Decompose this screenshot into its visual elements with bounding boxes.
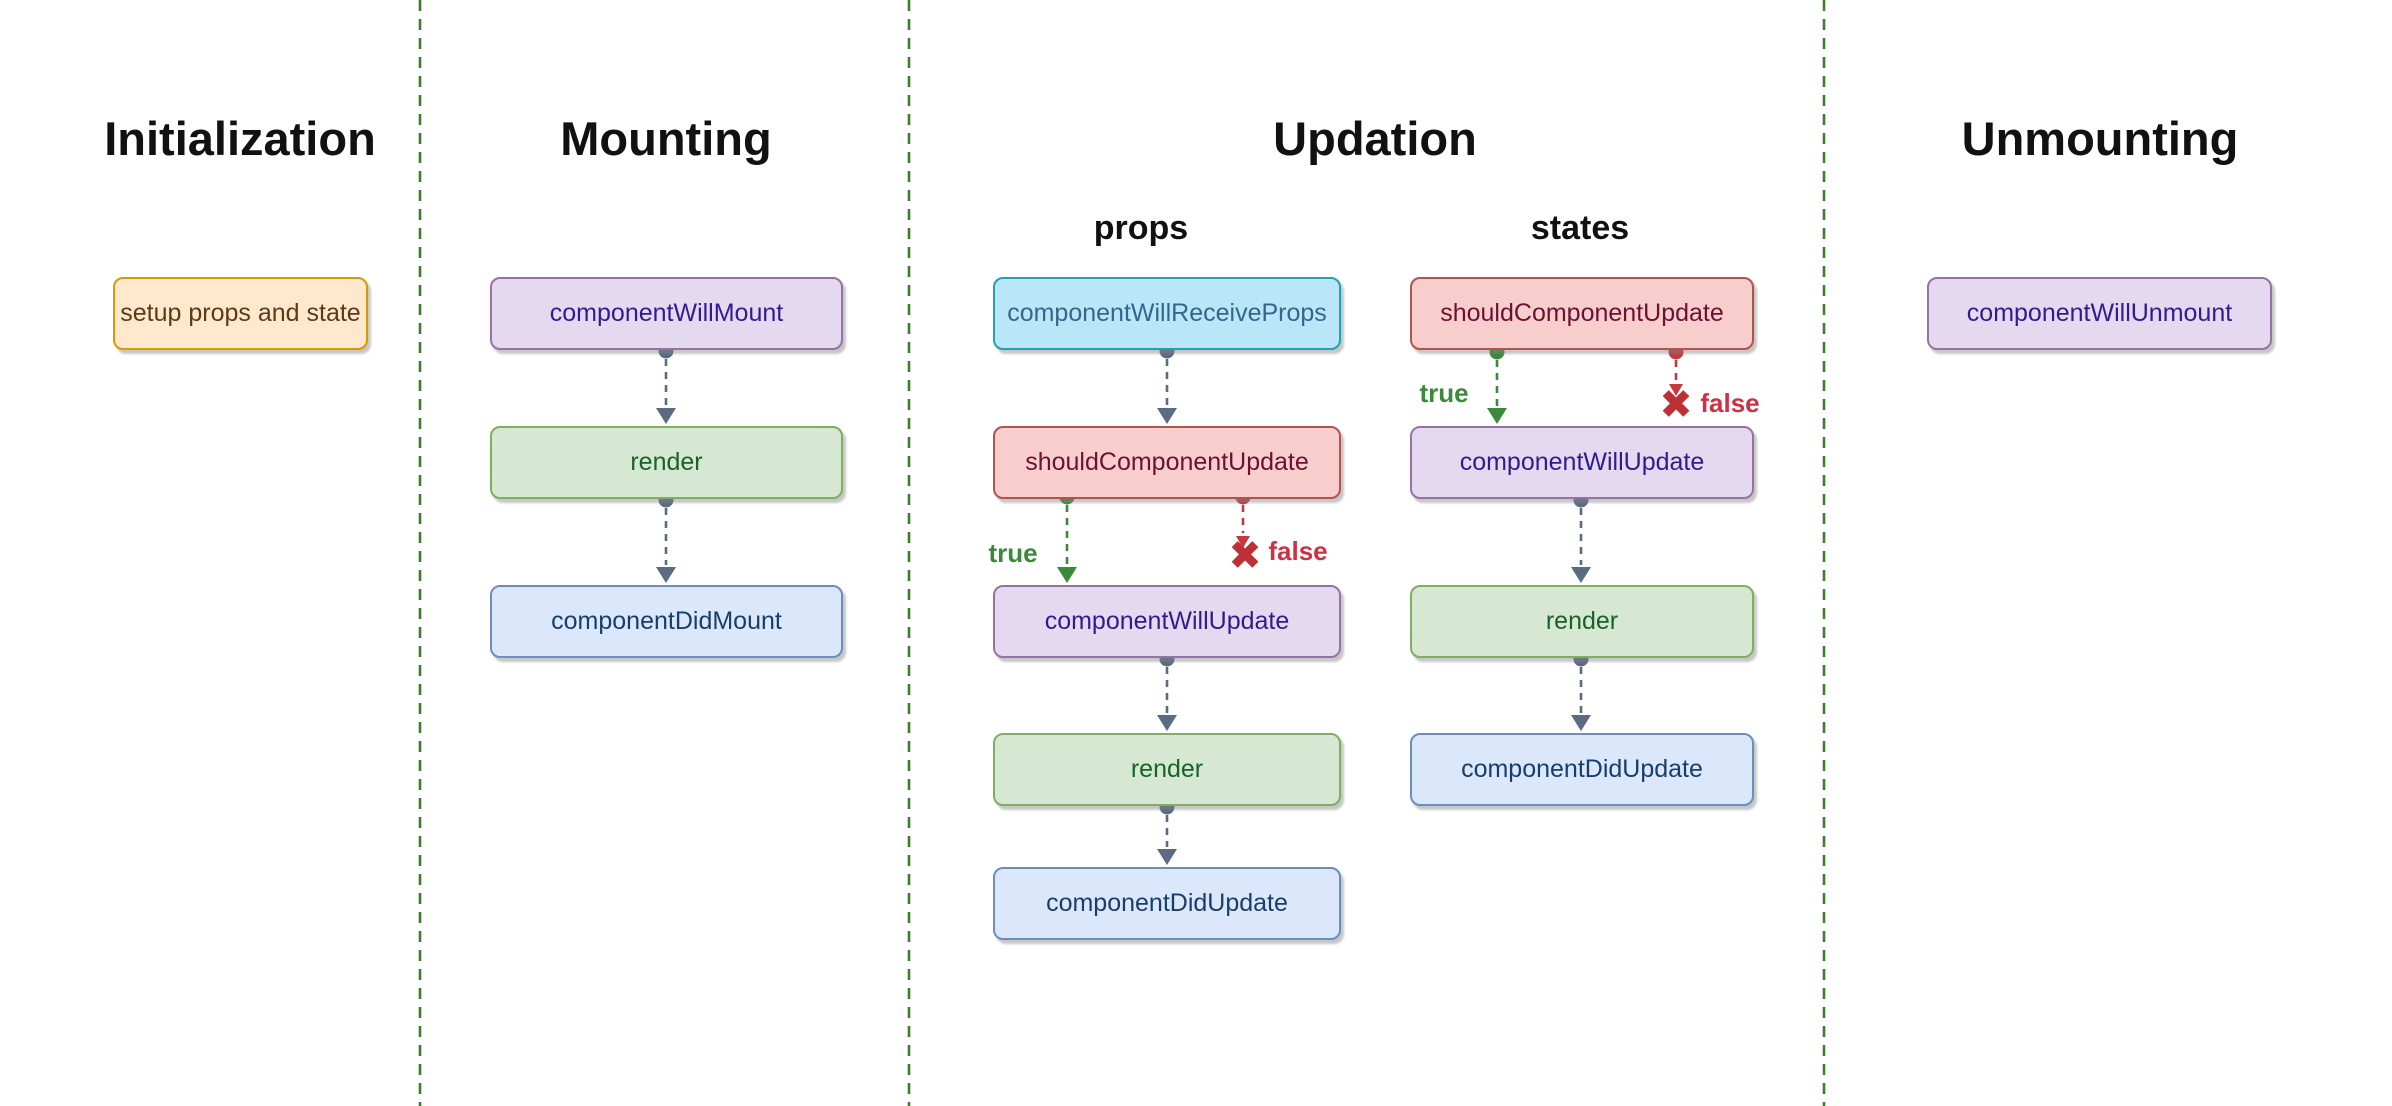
node-shouldcomponentupdate-states: shouldComponentUpdate [1410,277,1754,350]
edge-true-states [1487,344,1507,424]
edge-label-false-states: false [1700,388,1760,418]
node-componentdidupdate-states: componentDidUpdate [1410,733,1754,806]
node-setup-props-and-state: setup props and state [113,277,368,350]
node-componentwillmount: componentWillMount [490,277,843,350]
node-render-mounting: render [490,426,843,499]
edge-willmount-to-render [656,343,676,424]
node-render-states: render [1410,585,1754,658]
edge-label-true-states: true [1419,378,1469,408]
edge-label-true-props: true [988,538,1038,568]
section-title-mounting: Mounting [560,112,772,165]
edge-render-to-didmount [656,492,676,583]
node-componentwillunmount: componentWillUnmount [1927,277,2272,350]
node-componentwillupdate-props: componentWillUpdate [993,585,1341,658]
node-componentwillreceiveprops: componentWillReceiveProps [993,277,1341,350]
node-componentdidmount: componentDidMount [490,585,843,658]
section-title-updation: Updation [1273,112,1477,165]
node-render-props: render [993,733,1341,806]
edge-render-to-didupdate-props [1157,799,1177,865]
false-cross-icon: ✖ [1228,533,1262,579]
node-shouldcomponentupdate-props: shouldComponentUpdate [993,426,1341,499]
subsection-label-states: states [1530,209,1630,247]
edge-receiveprops-to-shouldupdate [1157,343,1177,424]
false-cross-icon: ✖ [1659,382,1693,428]
section-title-unmounting: Unmounting [1961,112,2239,165]
edge-render-to-didupdate-states [1571,651,1591,731]
node-componentwillupdate-states: componentWillUpdate [1410,426,1754,499]
subsection-label-props: props [1093,209,1189,247]
node-componentdidupdate-props: componentDidUpdate [993,867,1341,940]
section-title-initialization: Initialization [104,112,376,165]
edge-label-false-props: false [1268,536,1328,566]
edge-willupdate-to-render-props [1157,651,1177,731]
edge-willupdate-to-render-states [1571,492,1591,583]
edge-true-props [1057,489,1077,583]
